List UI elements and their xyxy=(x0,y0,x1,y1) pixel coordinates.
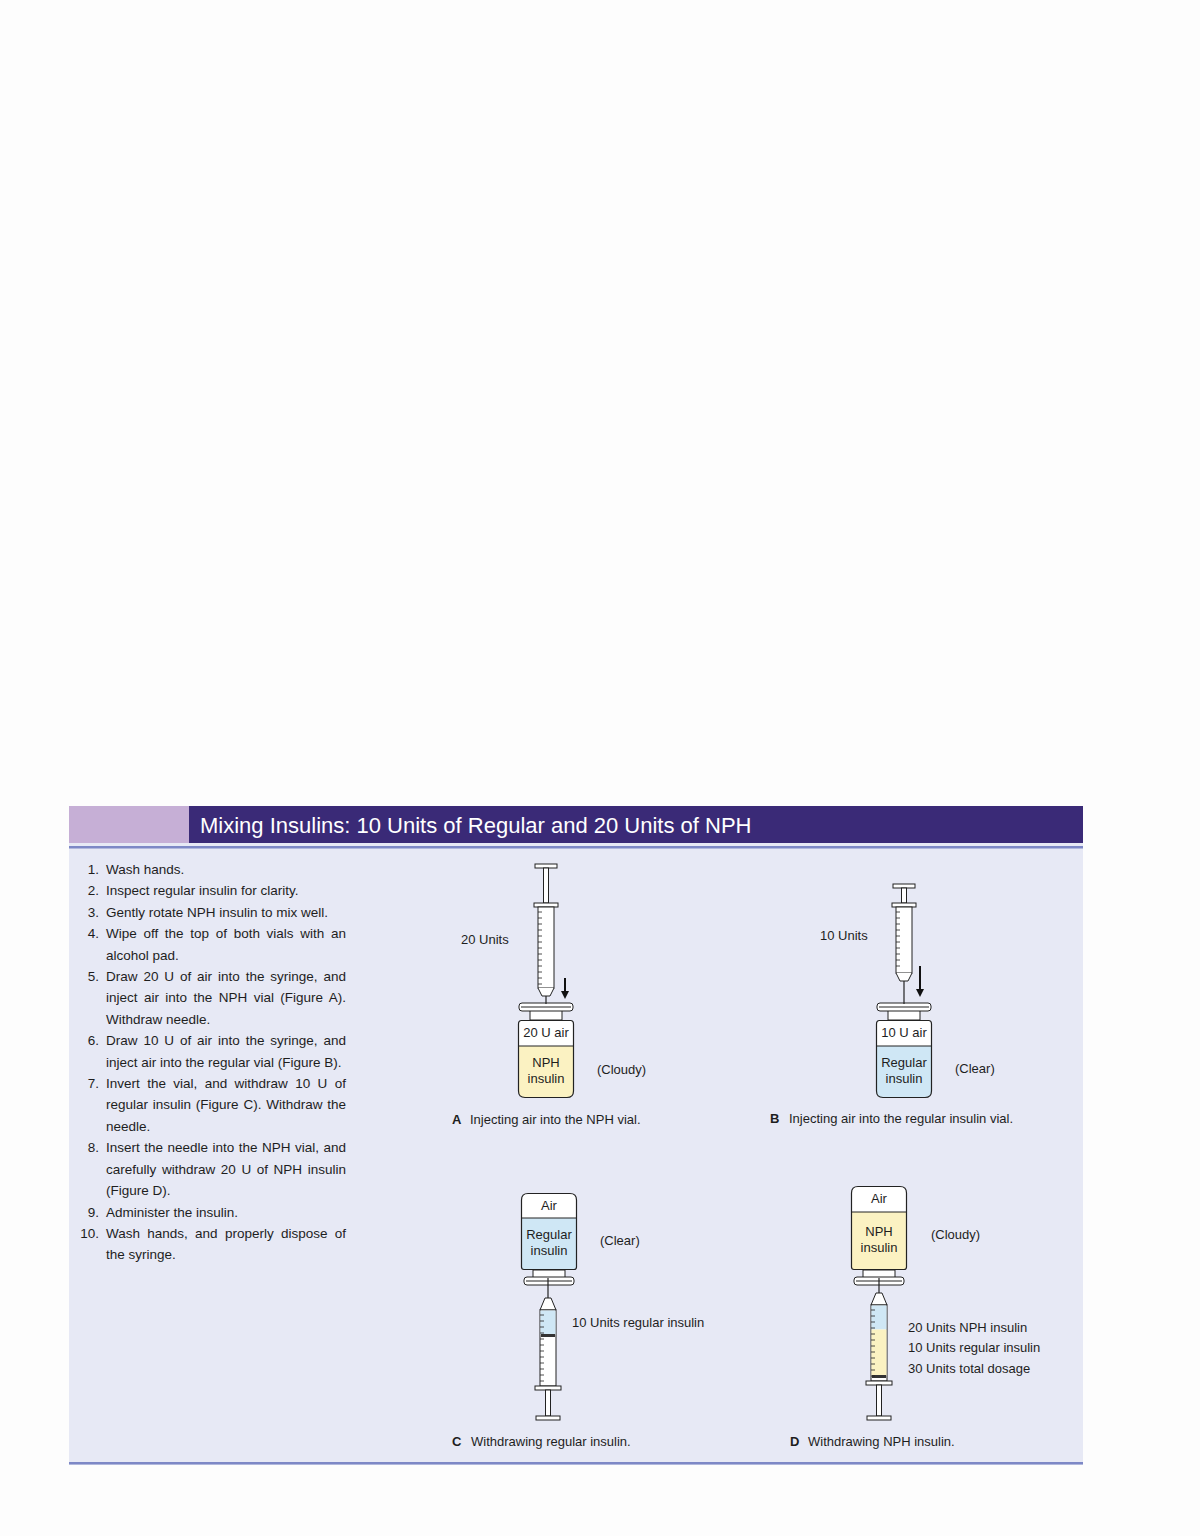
vial-cap xyxy=(877,1003,931,1020)
syringes xyxy=(519,864,931,1420)
vial-body xyxy=(852,1187,907,1270)
step-row: 1.Wash hands. xyxy=(78,859,356,880)
figure-letter: D xyxy=(790,1434,799,1450)
insulin-vial: AirNPH insulin xyxy=(851,1186,907,1270)
dose-label: 20 Units NPH insulin xyxy=(908,1320,1027,1336)
figure-caption: Withdrawing regular insulin. xyxy=(471,1434,631,1450)
insulin-label: NPH insulin xyxy=(851,1222,907,1255)
insulin-label: NPH insulin xyxy=(518,1053,574,1086)
step-number: 3. xyxy=(78,902,106,923)
figure-caption: Withdrawing NPH insulin. xyxy=(808,1434,955,1450)
step-row: 10.Wash hands, and properly dispose of t… xyxy=(78,1223,356,1266)
dose-label: 10 Units xyxy=(820,928,868,944)
figure-letter: B xyxy=(770,1111,779,1127)
insulin-vial: 20 U airNPH insulin xyxy=(518,1020,574,1098)
step-number: 1. xyxy=(78,859,106,880)
dose-label: 30 Units total dosage xyxy=(908,1361,1030,1377)
syringe xyxy=(534,864,558,1004)
push-arrow xyxy=(916,966,924,997)
appearance-label: (Cloudy) xyxy=(597,1062,646,1078)
step-text: Draw 10 U of air into the syringe, and i… xyxy=(106,1030,346,1073)
insulin-vial: 10 U airRegular insulin xyxy=(876,1020,932,1098)
syringe xyxy=(866,1278,892,1420)
step-row: 9.Administer the insulin. xyxy=(78,1202,356,1223)
header-accent xyxy=(69,806,189,843)
insulin-fill xyxy=(518,1046,574,1098)
step-number: 2. xyxy=(78,880,106,901)
dose-label: 10 Units regular insulin xyxy=(908,1340,1040,1356)
insulin-label: Regular insulin xyxy=(521,1225,577,1258)
step-text: Inspect regular insulin for clarity. xyxy=(106,880,346,901)
step-row: 8.Insert the needle into the NPH vial, a… xyxy=(78,1137,356,1201)
step-text: Administer the insulin. xyxy=(106,1202,346,1223)
air-space xyxy=(518,1020,574,1098)
fluid-level xyxy=(876,1046,932,1047)
step-row: 7.Invert the vial, and withdraw 10 U of … xyxy=(78,1073,356,1137)
title: Mixing Insulins: 10 Units of Regular and… xyxy=(200,812,751,841)
step-list: 1.Wash hands.2.Inspect regular insulin f… xyxy=(78,859,356,1266)
appearance-label: (Cloudy) xyxy=(931,1227,980,1243)
syringe xyxy=(535,1278,561,1420)
step-number: 6. xyxy=(78,1030,106,1073)
syringe xyxy=(892,884,916,1004)
insulin-fill xyxy=(521,1218,577,1270)
figure-letter: C xyxy=(452,1434,461,1450)
air-space xyxy=(851,1186,907,1270)
step-text: Wash hands, and properly dispose of the … xyxy=(106,1223,346,1266)
rule-line xyxy=(69,846,1083,849)
step-number: 4. xyxy=(78,923,106,966)
dose-label: 20 Units xyxy=(461,932,509,948)
step-text: Wash hands. xyxy=(106,859,346,880)
step-row: 6.Draw 10 U of air into the syringe, and… xyxy=(78,1030,356,1073)
push-arrow xyxy=(561,978,569,999)
vial-body xyxy=(877,1021,932,1098)
vial-cap xyxy=(524,1270,574,1285)
rule-line xyxy=(69,1462,1083,1465)
air-label: Air xyxy=(521,1193,577,1218)
air-space xyxy=(521,1193,577,1270)
header-bar xyxy=(189,806,1083,843)
step-row: 3.Gently rotate NPH insulin to mix well. xyxy=(78,902,356,923)
figure-letter: A xyxy=(452,1112,461,1128)
vial-body xyxy=(522,1194,577,1270)
insulin-fill xyxy=(876,1046,932,1098)
appearance-label: (Clear) xyxy=(600,1233,640,1249)
panel-ground xyxy=(69,806,1083,1465)
step-text: Gently rotate NPH insulin to mix well. xyxy=(106,902,346,923)
step-text: Draw 20 U of air into the syringe, and i… xyxy=(106,966,346,1030)
insulin-fill xyxy=(851,1212,907,1270)
step-row: 4.Wipe off the top of both vials with an… xyxy=(78,923,356,966)
figure-caption: Injecting air into the NPH vial. xyxy=(470,1112,641,1128)
vial-body xyxy=(519,1021,574,1098)
step-text: Invert the vial, and withdraw 10 U of re… xyxy=(106,1073,346,1137)
step-number: 10. xyxy=(78,1223,106,1266)
step-number: 7. xyxy=(78,1073,106,1137)
insulin-vial: AirRegular insulin xyxy=(521,1193,577,1270)
step-number: 8. xyxy=(78,1137,106,1201)
step-number: 9. xyxy=(78,1202,106,1223)
insulin-label: Regular insulin xyxy=(876,1053,932,1086)
air-label: Air xyxy=(851,1186,907,1212)
step-text: Wipe off the top of both vials with an a… xyxy=(106,923,346,966)
dose-label: 10 Units regular insulin xyxy=(572,1315,704,1331)
vial-cap xyxy=(519,1003,573,1020)
figure-caption: Injecting air into the regular insulin v… xyxy=(789,1111,1013,1127)
step-text: Insert the needle into the NPH vial, and… xyxy=(106,1137,346,1201)
step-row: 5.Draw 20 U of air into the syringe, and… xyxy=(78,966,356,1030)
fluid-level xyxy=(851,1212,907,1213)
fluid-level xyxy=(521,1218,577,1219)
step-number: 5. xyxy=(78,966,106,1030)
air-label: 20 U air xyxy=(518,1020,574,1046)
appearance-label: (Clear) xyxy=(955,1061,995,1077)
air-space xyxy=(876,1020,932,1098)
step-row: 2.Inspect regular insulin for clarity. xyxy=(78,880,356,901)
air-label: 10 U air xyxy=(876,1020,932,1046)
fluid-level xyxy=(518,1046,574,1047)
